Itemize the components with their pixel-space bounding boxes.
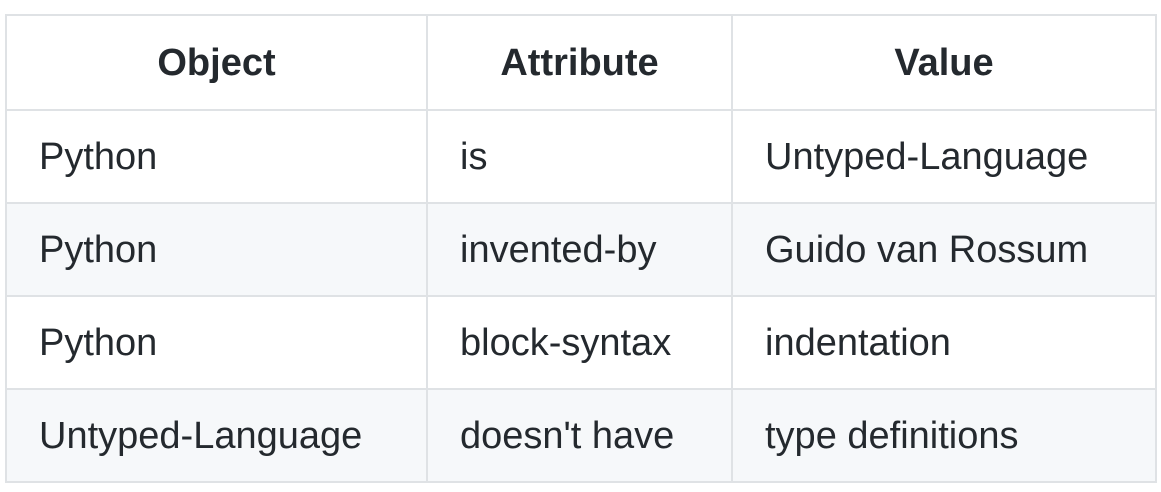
header-row: Object Attribute Value: [5, 14, 1157, 111]
cell-attribute: doesn't have: [426, 388, 733, 483]
data-table: Object Attribute Value Python is Untyped…: [5, 14, 1157, 483]
cell-object: Python: [5, 295, 428, 390]
column-header-value: Value: [731, 14, 1157, 111]
table-row: Untyped-Language doesn't have type defin…: [5, 388, 1157, 483]
cell-object: Untyped-Language: [5, 388, 428, 483]
table-row: Python is Untyped-Language: [5, 109, 1157, 204]
cell-value: Guido van Rossum: [731, 202, 1157, 297]
cell-attribute: is: [426, 109, 733, 204]
table-header: Object Attribute Value: [5, 14, 1157, 111]
table-row: Python invented-by Guido van Rossum: [5, 202, 1157, 297]
column-header-object: Object: [5, 14, 428, 111]
cell-object: Python: [5, 109, 428, 204]
column-header-attribute: Attribute: [426, 14, 733, 111]
cell-value: Untyped-Language: [731, 109, 1157, 204]
table-row: Python block-syntax indentation: [5, 295, 1157, 390]
cell-value: type definitions: [731, 388, 1157, 483]
cell-object: Python: [5, 202, 428, 297]
cell-attribute: invented-by: [426, 202, 733, 297]
cell-value: indentation: [731, 295, 1157, 390]
cell-attribute: block-syntax: [426, 295, 733, 390]
table-body: Python is Untyped-Language Python invent…: [5, 109, 1157, 483]
